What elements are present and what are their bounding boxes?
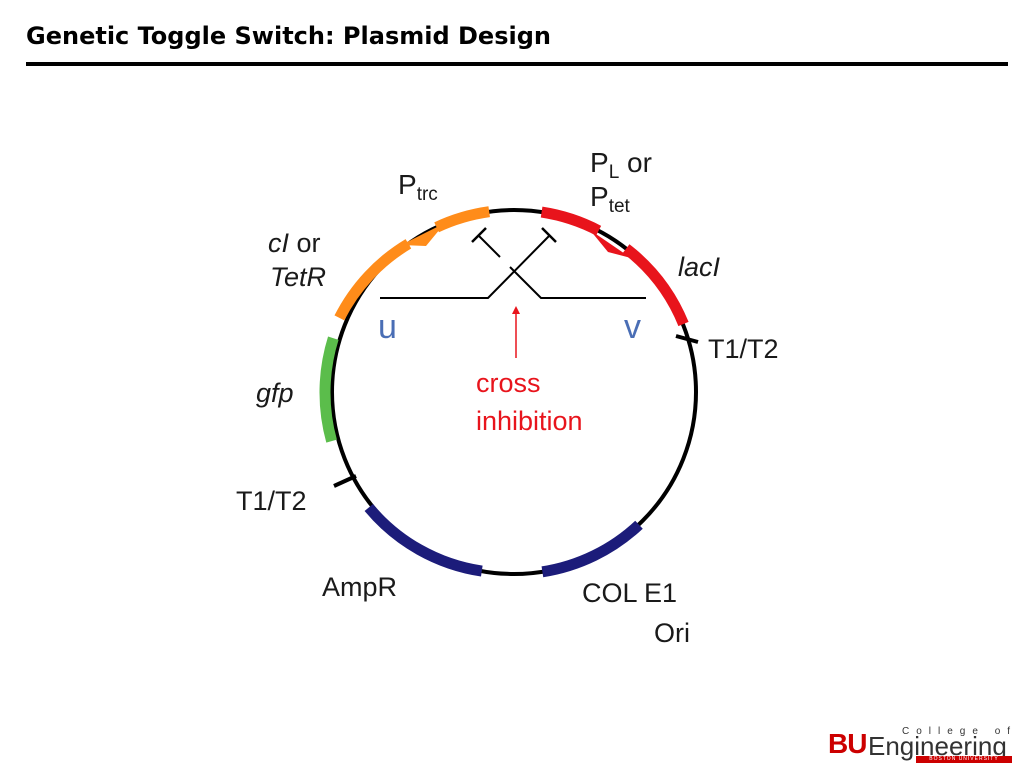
plasmid-backbone	[330, 208, 698, 576]
bu-engineering-logo: BU College of Engineering BOSTON UNIVERS…	[828, 726, 1018, 766]
v-inhibition-line	[509, 266, 646, 299]
state-v-label: v	[624, 308, 641, 346]
ptrc-label: Ptrc	[398, 169, 438, 205]
terminator-right-label: T1/T2	[708, 334, 779, 364]
ptet-label: Ptet	[590, 181, 631, 217]
cross-inhibition-label-line2: inhibition	[476, 406, 583, 436]
ampr-label: AmpR	[322, 572, 397, 602]
terminator-left-label: T1/T2	[236, 486, 307, 516]
terminator-tick-left	[333, 474, 357, 488]
state-u-label: u	[378, 308, 397, 346]
cross-inhibition-label-line1: cross	[476, 368, 541, 398]
ptrc-arrowhead	[401, 223, 445, 246]
ori-label-line2: Ori	[654, 618, 690, 648]
gfp-label: gfp	[256, 378, 294, 408]
logo-university-bar: BOSTON UNIVERSITY	[916, 756, 1012, 763]
title-divider	[26, 62, 1008, 66]
logo-college-text: College of	[902, 726, 1018, 737]
ampr-gene-segment	[364, 503, 483, 577]
ci-tetr-gene-segment	[334, 239, 412, 321]
ci-label: cI or	[268, 228, 321, 258]
gfp-gene-segment	[319, 336, 339, 443]
ptrc-promoter-segment	[434, 206, 491, 233]
u-inhibition-bar	[541, 227, 557, 243]
u-inhibition-line	[380, 234, 551, 299]
tetr-label: TetR	[270, 262, 326, 292]
slide-title: Genetic Toggle Switch: Plasmid Design	[26, 22, 551, 50]
bu-mark: BU	[828, 728, 867, 759]
v-inhibition-bar	[471, 227, 487, 243]
ori-label-line1: COL E1	[582, 578, 677, 608]
pl-label: PL or	[590, 147, 652, 183]
pl-ptet-arrowhead	[590, 230, 631, 258]
pl-ptet-promoter-segment	[540, 206, 602, 236]
v-inhibition-line-upper	[477, 234, 501, 258]
laci-gene-segment	[622, 244, 689, 327]
logo-engineering-text: Engineering	[868, 731, 1007, 761]
colE1-ori-segment	[541, 520, 643, 578]
laci-label: lacI	[678, 252, 721, 282]
terminator-tick-right	[675, 334, 699, 344]
